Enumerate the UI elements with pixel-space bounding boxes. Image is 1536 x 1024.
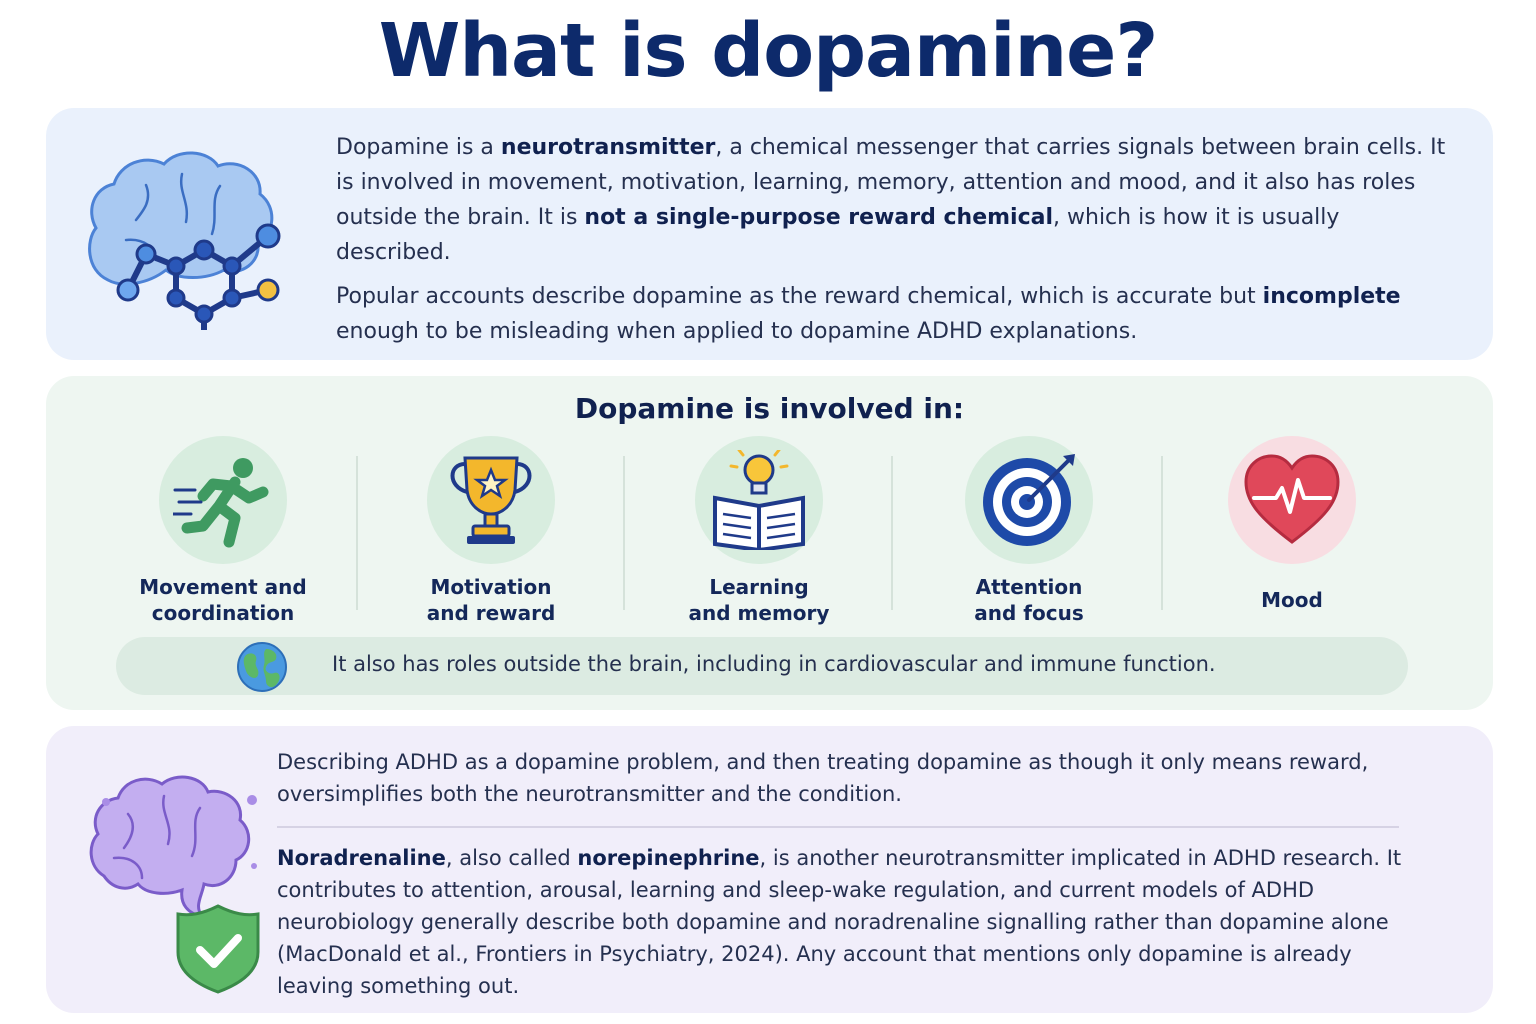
- book-lightbulb-icon: [695, 436, 823, 564]
- intro-paragraph-2: Popular accounts describe dopamine as th…: [336, 284, 1401, 344]
- running-person-icon: [159, 436, 287, 564]
- divider: [356, 456, 358, 610]
- intro-text: Dopamine is a neurotransmitter, a chemic…: [336, 130, 1446, 349]
- brain-icon: [89, 775, 257, 919]
- outside-brain-text: It also has roles outside the brain, inc…: [332, 652, 1216, 676]
- shield-check-icon: [176, 904, 260, 994]
- divider: [1161, 456, 1163, 610]
- category-mood: Mood: [1187, 436, 1397, 626]
- target-icon: [965, 436, 1093, 564]
- heart-pulse-icon: [1228, 436, 1356, 564]
- divider: [891, 456, 893, 610]
- globe-icon: [236, 641, 288, 697]
- adhd-panel: Describing ADHD as a dopamine problem, a…: [46, 726, 1493, 1013]
- divider: [623, 456, 625, 610]
- separator: [277, 826, 1399, 828]
- adhd-icons: [84, 756, 284, 996]
- trophy-icon: [427, 436, 555, 564]
- outside-brain-bar: It also has roles outside the brain, inc…: [116, 637, 1408, 695]
- adhd-text: Describing ADHD as a dopamine problem, a…: [277, 746, 1407, 1002]
- category-mood-label: Mood: [1261, 588, 1323, 612]
- page-title: What is dopamine?: [378, 8, 1159, 94]
- adhd-paragraph-2: Noradrenaline, also called norepinephrin…: [277, 846, 1402, 998]
- intro-panel: Dopamine is a neurotransmitter, a chemic…: [46, 108, 1493, 360]
- adhd-paragraph-1: Describing ADHD as a dopamine problem, a…: [277, 750, 1369, 806]
- brain-molecule-icon: [86, 130, 296, 333]
- involved-title: Dopamine is involved in:: [574, 392, 965, 425]
- intro-paragraph-1: Dopamine is a neurotransmitter, a chemic…: [336, 135, 1446, 265]
